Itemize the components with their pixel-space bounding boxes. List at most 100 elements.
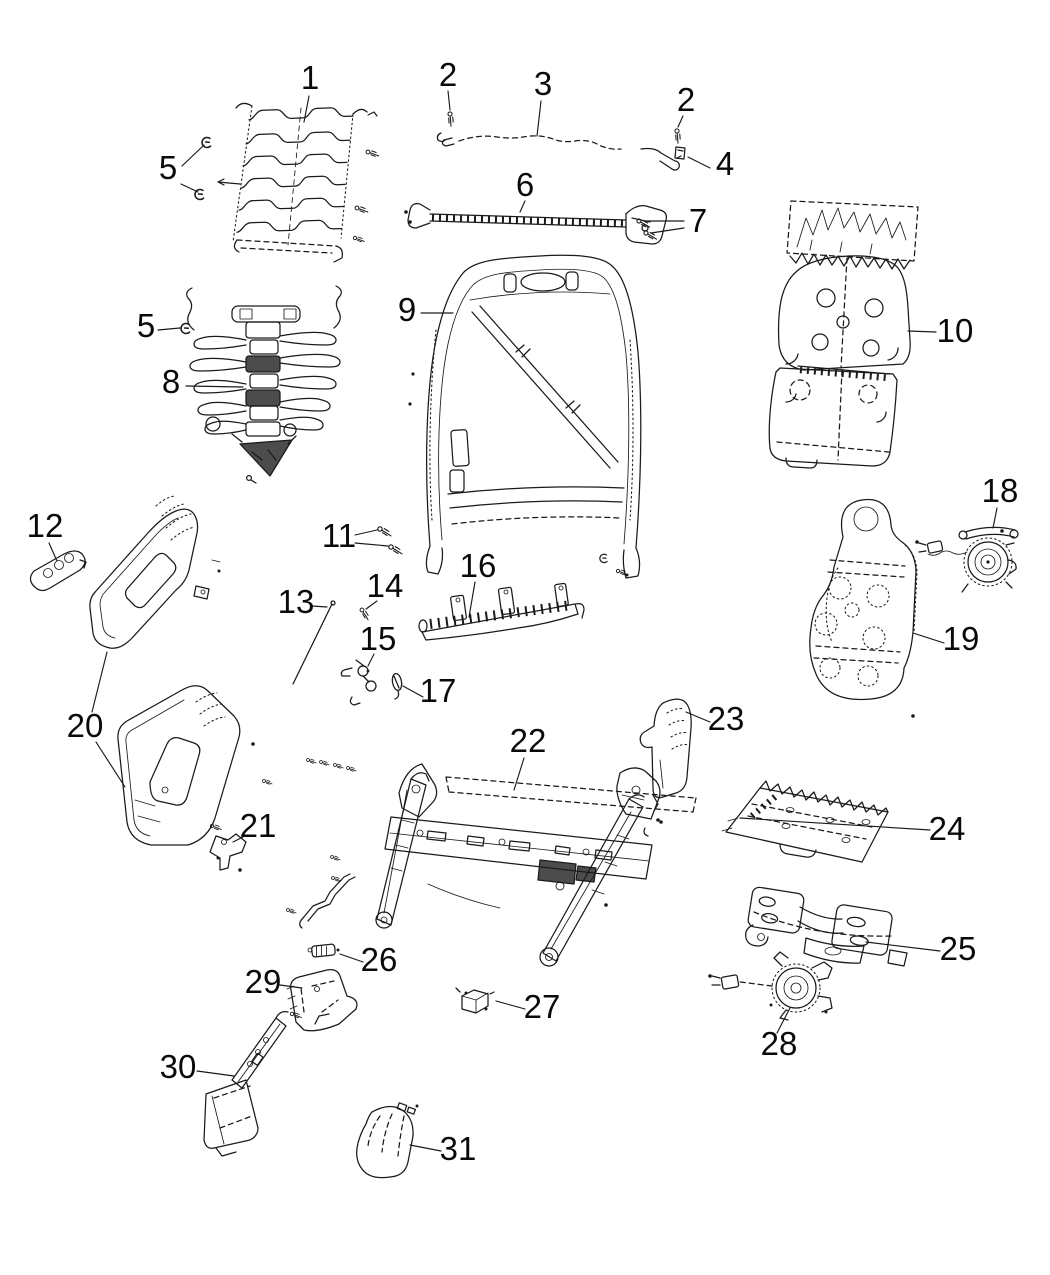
part-19-cushion-pan xyxy=(809,498,918,701)
part-9-seatback-frame xyxy=(408,254,642,579)
callout-10: 10 xyxy=(907,312,974,349)
callout-label-1: 1 xyxy=(301,59,319,96)
callout-13: 13 xyxy=(278,583,328,620)
callout-18: 18 xyxy=(982,472,1019,529)
part-20-side-shield-lower xyxy=(117,685,241,846)
callout-label-14: 14 xyxy=(367,567,404,604)
callout-2a: 2 xyxy=(439,56,457,111)
callout-5a: 5 xyxy=(159,144,205,193)
callout-7: 7 xyxy=(644,202,707,239)
callout-label-3: 3 xyxy=(534,65,552,102)
callout-24: 24 xyxy=(739,810,965,847)
part-20-side-shield-upper xyxy=(89,495,221,649)
part-13-rod xyxy=(292,600,336,685)
callout-3: 3 xyxy=(534,65,552,137)
callout-4: 4 xyxy=(687,145,734,182)
callout-16: 16 xyxy=(460,547,497,618)
part-31-shield-cover xyxy=(356,1102,419,1179)
callout-label-20: 20 xyxy=(67,707,104,744)
part-4-clip xyxy=(674,146,686,160)
part-10-seatback-panels xyxy=(768,200,919,469)
callout-label-9: 9 xyxy=(398,291,416,328)
callout-label-8: 8 xyxy=(162,363,180,400)
callout-19: 19 xyxy=(912,620,980,657)
callout-label-27: 27 xyxy=(524,988,561,1025)
callout-11: 11 xyxy=(322,517,389,554)
part-18-recliner-motor xyxy=(915,526,1019,593)
part-2-screw-b xyxy=(671,127,685,144)
callout-label-22: 22 xyxy=(510,722,547,759)
part-29-trim-bracket xyxy=(286,969,358,1032)
callout-label-4: 4 xyxy=(716,145,734,182)
callout-label-25: 25 xyxy=(940,930,977,967)
callout-12: 12 xyxy=(27,507,64,562)
part-5-clip-c xyxy=(180,322,191,335)
part-30-sill-trim xyxy=(203,1011,302,1157)
callout-22: 22 xyxy=(510,722,547,791)
part-12-handle xyxy=(29,550,87,592)
part-17-clip xyxy=(391,672,403,700)
callout-label-23: 23 xyxy=(708,700,745,737)
callout-label-28: 28 xyxy=(761,1025,798,1062)
callout-6: 6 xyxy=(516,166,534,213)
part-26-pin xyxy=(307,943,340,958)
callout-label-12: 12 xyxy=(27,507,64,544)
callout-2b: 2 xyxy=(677,81,695,128)
part-14-screw xyxy=(357,606,373,621)
part-8-lumbar-support xyxy=(186,285,342,484)
callout-label-5b: 5 xyxy=(137,307,155,344)
callout-label-30: 30 xyxy=(160,1048,197,1085)
callout-label-10: 10 xyxy=(937,312,974,349)
callout-label-13: 13 xyxy=(278,583,315,620)
part-21-bracket xyxy=(209,823,247,872)
callout-label-2a: 2 xyxy=(439,56,457,93)
callout-1: 1 xyxy=(301,59,319,123)
callout-label-2b: 2 xyxy=(677,81,695,118)
callout-label-17: 17 xyxy=(420,672,457,709)
callout-23: 23 xyxy=(685,700,745,737)
callout-8: 8 xyxy=(162,363,244,400)
callout-label-6: 6 xyxy=(516,166,534,203)
callout-label-31: 31 xyxy=(440,1130,477,1167)
callout-label-18: 18 xyxy=(982,472,1019,509)
part-25-support-bracket xyxy=(745,886,908,967)
part-6-crossmember-tube xyxy=(404,203,667,245)
part-22-torsion-linkage xyxy=(286,855,356,929)
callout-17: 17 xyxy=(402,672,457,709)
callout-label-19: 19 xyxy=(943,620,980,657)
callout-label-21: 21 xyxy=(240,807,277,844)
part-2-screw-a xyxy=(436,110,458,143)
callout-21: 21 xyxy=(232,807,277,844)
callout-14: 14 xyxy=(365,567,404,610)
part-28-blower-motor xyxy=(708,951,833,1021)
part-1-spring-mat xyxy=(217,102,380,263)
part-11-screws xyxy=(376,525,404,555)
callout-label-11: 11 xyxy=(322,517,356,554)
callout-label-5a: 5 xyxy=(159,149,177,186)
misc-fasteners xyxy=(251,553,915,907)
callout-27: 27 xyxy=(495,988,561,1025)
callout-5b: 5 xyxy=(137,307,181,344)
callout-label-15: 15 xyxy=(360,620,397,657)
part-3-headrest-rod xyxy=(441,135,680,171)
callout-28: 28 xyxy=(761,1007,798,1062)
callout-25: 25 xyxy=(865,930,977,967)
callout-15: 15 xyxy=(360,620,397,667)
callout-label-16: 16 xyxy=(460,547,497,584)
part-22-seat-track-assembly xyxy=(375,763,697,967)
callout-29: 29 xyxy=(245,963,303,1000)
part-16-bracket-rail xyxy=(418,582,585,641)
part-15-latch xyxy=(340,659,377,706)
part-24-floor-panel xyxy=(721,780,889,863)
callout-label-7: 7 xyxy=(689,202,707,239)
part-27-clamp xyxy=(455,987,495,1014)
callout-20: 20 xyxy=(67,651,126,788)
callout-label-26: 26 xyxy=(361,941,398,978)
callout-9: 9 xyxy=(398,291,454,328)
callout-26: 26 xyxy=(339,941,398,978)
callout-31: 31 xyxy=(409,1130,477,1167)
callout-label-29: 29 xyxy=(245,963,282,1000)
callout-30: 30 xyxy=(160,1048,235,1085)
part-23-side-trim xyxy=(639,698,692,837)
